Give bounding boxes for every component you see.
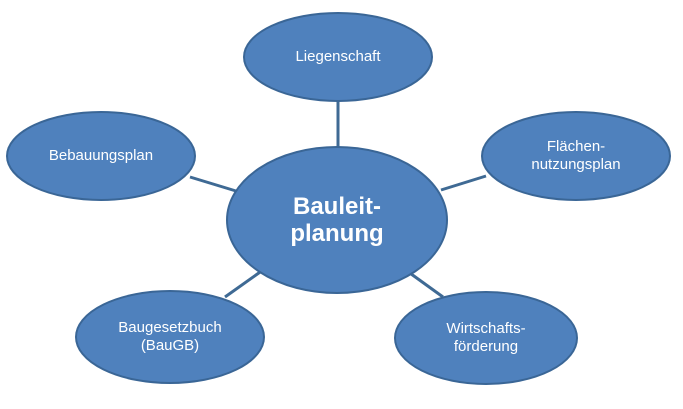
node-center-shape <box>226 146 448 294</box>
node-liegenschaft-shape <box>243 12 433 102</box>
node-bebauungsplan-shape <box>6 111 196 201</box>
connector-baugesetzbuch <box>224 268 264 299</box>
connector-bebauungsplan <box>189 175 237 193</box>
node-baugesetzbuch-shape <box>75 290 265 384</box>
node-flaechennutzungsplan-shape <box>481 111 671 201</box>
connector-wirtschaftsfoerderung <box>406 269 444 299</box>
node-wirtschaftsfoerderung-shape <box>394 291 578 385</box>
connector-flaechennutzungsplan <box>440 174 487 192</box>
